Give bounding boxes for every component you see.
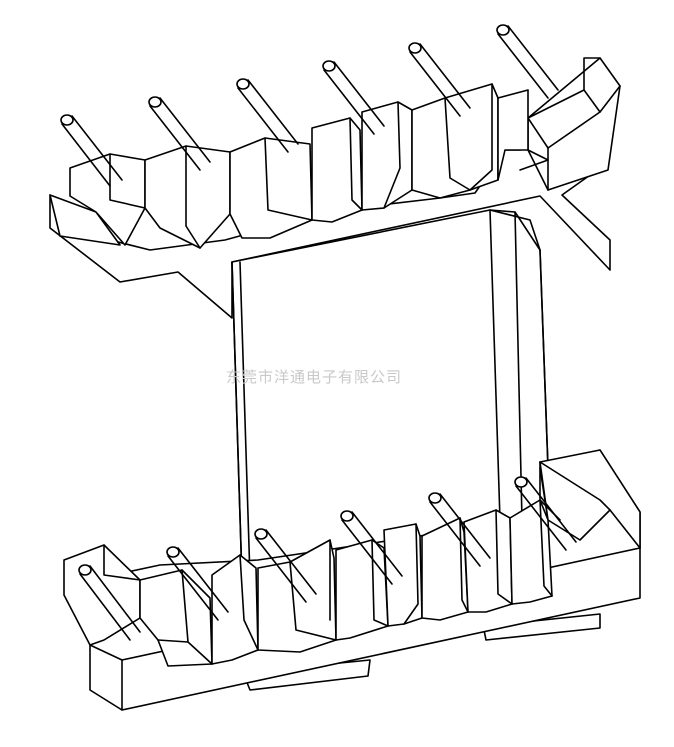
bottom-pin-6 (514, 476, 577, 551)
top-pin-3 (236, 78, 299, 153)
top-flange (49, 24, 621, 319)
bottom-pin-2 (166, 546, 229, 621)
top-pin-4 (322, 60, 385, 135)
top-flange-left-wedge (49, 194, 121, 246)
top-pins (60, 24, 559, 187)
core-tube (231, 209, 551, 581)
bottom-pin-blocks (139, 499, 553, 667)
top-flange-right-block (519, 57, 621, 191)
bottom-pin-4 (340, 510, 403, 585)
watermark-text: 东莞市洋通电子有限公司 (226, 368, 403, 386)
bottom-pin-1 (78, 564, 141, 641)
bottom-pins (78, 476, 577, 641)
bottom-flange (63, 449, 641, 711)
top-pin-1 (60, 114, 123, 187)
bottom-pin-3 (254, 528, 317, 603)
bottom-pin-5 (428, 492, 491, 567)
top-pin-5 (408, 42, 471, 117)
top-pin-2 (148, 96, 211, 171)
top-pin-6 (496, 24, 559, 99)
top-pin-blocks (69, 83, 529, 249)
